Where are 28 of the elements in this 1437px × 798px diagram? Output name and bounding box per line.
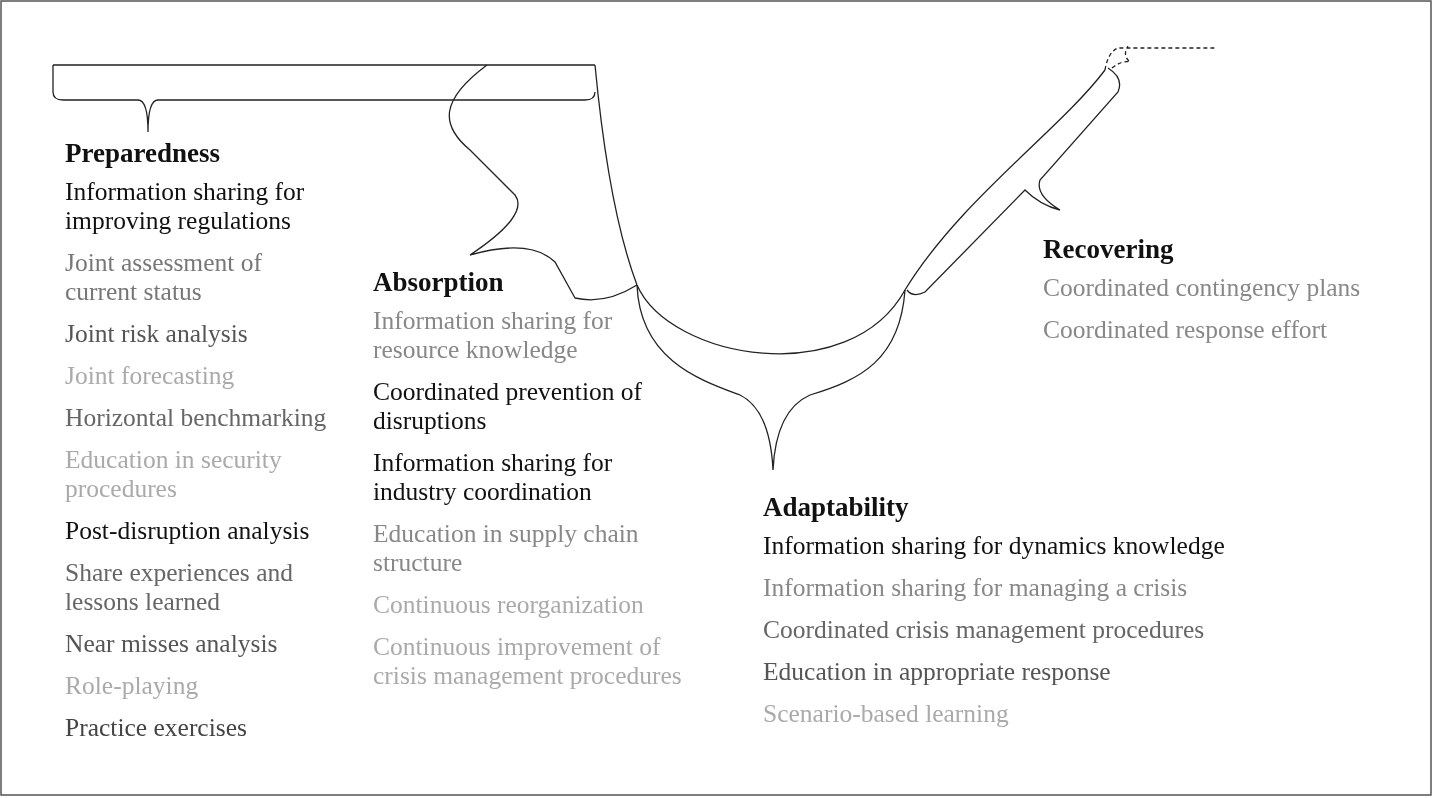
- list-item: Coordinated crisis management procedures: [763, 615, 1205, 644]
- list-item: Joint risk analysis: [65, 319, 248, 348]
- list-item: Practice exercises: [65, 713, 247, 742]
- list-item: Scenario-based learning: [763, 699, 1009, 728]
- list-item: Coordinated contingency plans: [1043, 273, 1361, 302]
- list-item: Information sharing for dynamics knowledge: [763, 531, 1225, 560]
- list-item: Information sharing for resource knowledge: [373, 306, 614, 364]
- list-item: Share experiences and lessons learned: [65, 558, 294, 616]
- list-item: Information sharing for managing a crisis: [763, 573, 1188, 602]
- section-heading: Recovering: [1043, 233, 1174, 265]
- section-heading: Adaptability: [763, 491, 909, 523]
- list-item: Continuous reorganization: [373, 590, 644, 619]
- section-heading: Preparedness: [65, 137, 220, 169]
- list-item: Education in supply chain structure: [373, 519, 640, 577]
- list-item: Continuous improvement of crisis management procedures: [373, 632, 683, 690]
- list-item: Horizontal benchmarking: [65, 403, 327, 432]
- list-item: Information sharing for improving regulations: [65, 177, 306, 235]
- list-item: Post-disruption analysis: [65, 516, 310, 545]
- list-item: Joint forecasting: [65, 361, 235, 390]
- list-item: Education in security procedures: [65, 445, 283, 503]
- list-item: Role-playing: [65, 671, 199, 700]
- list-item: Information sharing for industry coordination: [373, 448, 614, 506]
- list-item: Coordinated prevention of disruptions: [373, 377, 644, 435]
- list-item: Joint assessment of current status: [65, 248, 263, 306]
- list-item: Education in appropriate response: [763, 657, 1111, 686]
- list-item: Coordinated response effort: [1043, 315, 1328, 344]
- list-item: Near misses analysis: [65, 629, 278, 658]
- section-heading: Absorption: [373, 266, 504, 298]
